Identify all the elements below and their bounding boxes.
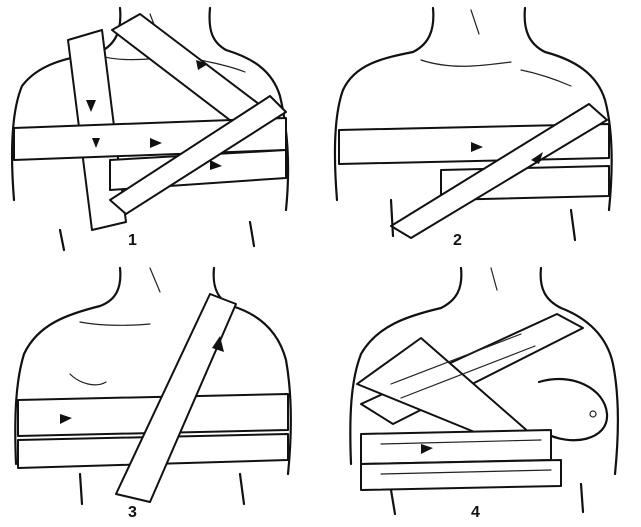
illustration-panel-3: 3 <box>0 264 320 527</box>
torso-figure-4 <box>321 264 641 527</box>
illustration-panel-4: 4 <box>321 264 641 527</box>
figure-number: 1 <box>128 232 137 250</box>
torso-figure-3 <box>0 264 320 527</box>
circular-bandage <box>361 430 551 464</box>
figure-number: 4 <box>471 504 480 522</box>
figure-number: 2 <box>453 232 462 250</box>
illustration-panel-1: 1 <box>0 0 320 263</box>
figure-number: 3 <box>128 504 137 522</box>
torso-figure-2 <box>321 0 641 263</box>
torso-figure-1 <box>0 0 320 263</box>
illustration-panel-2: 2 <box>321 0 641 263</box>
